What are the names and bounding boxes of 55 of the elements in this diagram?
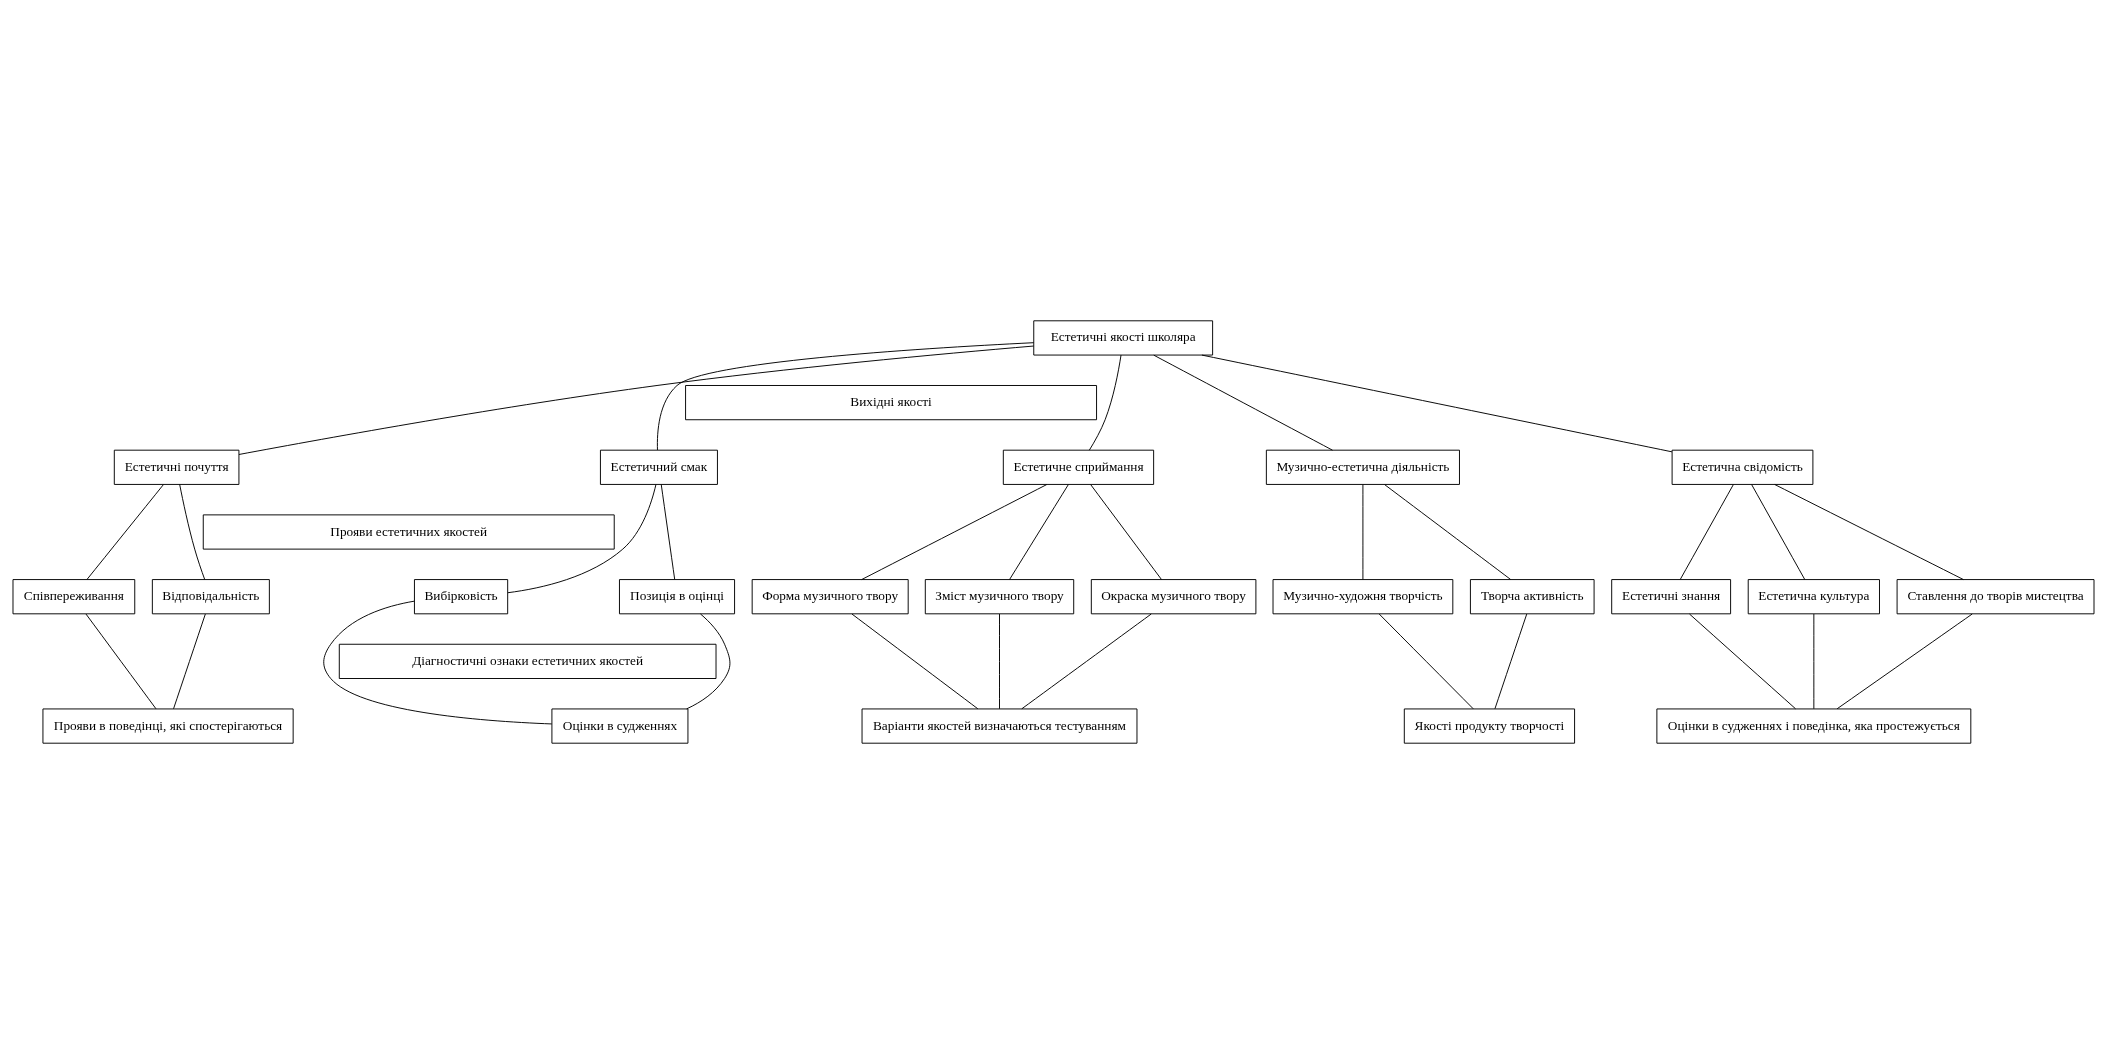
connector [1021,613,1152,710]
node-box: Оцінки в судженнях і поведінка, яка простежується [1656,708,1972,744]
connector [861,484,1048,581]
node-box: Діагностичні ознаки естетичних якостей [338,643,717,679]
node-box: Естетична культура [1747,579,1880,615]
node-box: Естетичні якості школяра [1033,320,1214,356]
connector [1201,354,1673,453]
connector [1751,484,1806,580]
connector [85,613,157,710]
node-box: Творча активність [1469,579,1595,615]
connector [238,345,1035,455]
node-box: Позиція в оцінці [619,579,736,615]
connector [656,342,1035,451]
node-box: Відповідальність [151,579,270,615]
node-box: Вибірковість [413,579,509,615]
connector [1090,484,1162,580]
node-box: Якості продукту творчості [1403,708,1576,744]
node-box: Естетичний смак [599,449,718,485]
connector [660,484,676,580]
node-box: Естетичне сприймання [1002,449,1155,485]
node-box: Музично-естетична діяльність [1265,449,1460,485]
connector [323,600,553,725]
connector [1378,613,1474,710]
connector [1836,613,1973,710]
connector [1153,354,1333,451]
node-box: Окраска музичного твору [1090,579,1257,615]
node-box: Ставлення до творів мистецтва [1896,579,2095,615]
node-box: Прояви естетичних якостей [202,514,615,550]
connector [1689,613,1797,710]
connector [1384,484,1512,580]
node-box: Оцінки в судженнях [551,708,689,744]
node-box: Зміст музичного твору [924,579,1075,615]
connector [1679,484,1734,580]
node-box: Варіанти якостей визначаються тестуванням [861,708,1138,744]
node-box: Співпереживання [12,579,136,615]
connector [1362,484,1364,580]
connector [173,613,206,710]
node-box: Форма музичного твору [751,579,909,615]
node-box: Музично-художня творчість [1272,579,1454,615]
connector [1774,484,1964,581]
connector [686,613,731,710]
node-box: Прояви в поведінці, які спостерігаються [42,708,294,744]
node-box: Вихідні якості [685,385,1098,421]
connector [507,484,657,594]
connector [1813,613,1815,710]
node-box: Естетичні знання [1611,579,1732,615]
connector [86,484,164,580]
connector [179,484,206,580]
node-box: Естетичні почуття [113,449,240,485]
node-box: Естетична свідомість [1671,449,1814,485]
connector [1494,613,1528,710]
connector [999,613,1000,710]
connector [851,613,979,710]
connector [1088,354,1122,451]
connector [1009,484,1069,580]
